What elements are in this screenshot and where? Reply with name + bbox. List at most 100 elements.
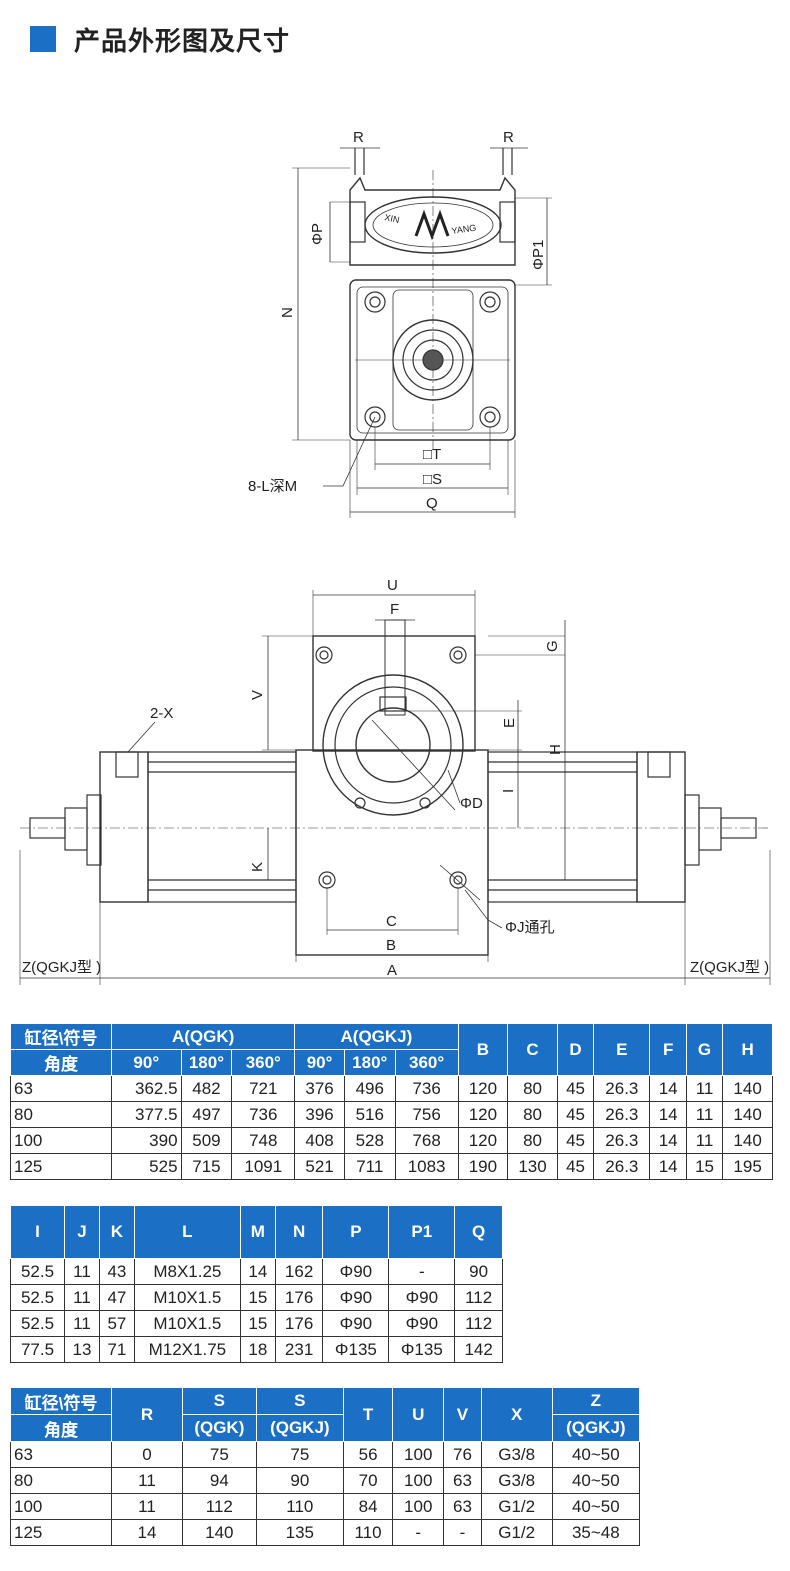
cell: 768 (394, 1127, 459, 1154)
cell: 15 (239, 1310, 276, 1337)
cell: 497 (180, 1101, 233, 1128)
cell: 521 (294, 1153, 345, 1180)
header-r: R (111, 1387, 183, 1442)
cell: 40~50 (551, 1441, 641, 1468)
cell: 80 (507, 1127, 558, 1154)
cell: 736 (231, 1101, 296, 1128)
cell: Φ90 (388, 1284, 456, 1311)
spec-table-1: 缸径\符号 A(QGK) A(QGKJ) B C D E F G H 角度 90… (10, 1023, 773, 1180)
label-k: K (249, 862, 266, 872)
cell: 45 (556, 1153, 595, 1180)
cell: 100 (10, 1127, 112, 1154)
label-2x: 2-X (150, 705, 173, 722)
label-f: F (390, 601, 399, 618)
section-header: 产品外形图及尺寸 (30, 22, 290, 57)
cell: 396 (294, 1101, 345, 1128)
label-u: U (387, 577, 398, 594)
cell: 140 (182, 1519, 257, 1546)
cell: 140 (722, 1101, 773, 1128)
header-p1: P1 (388, 1205, 456, 1259)
cell: 80 (10, 1467, 112, 1494)
cell: 90 (454, 1258, 503, 1285)
cell: 13 (64, 1336, 100, 1363)
header-e: E (593, 1023, 651, 1076)
cell: 516 (343, 1101, 396, 1128)
cell: 52.5 (9, 1258, 66, 1285)
header-h: H (722, 1023, 773, 1076)
cell: Φ90 (322, 1258, 390, 1285)
label-t: □T (423, 446, 441, 463)
cell: 176 (274, 1310, 324, 1337)
label-n: N (279, 307, 296, 318)
label-r-left: R (353, 129, 364, 146)
cell: 715 (180, 1153, 233, 1180)
cell: 130 (507, 1153, 558, 1180)
cell: 756 (394, 1101, 459, 1128)
header-square-icon (30, 26, 56, 52)
cell: 63 (10, 1075, 112, 1102)
cell: 94 (182, 1467, 257, 1494)
cell: 14 (649, 1075, 687, 1102)
cell: 45 (556, 1127, 595, 1154)
cell: 45 (556, 1075, 595, 1102)
cell: 26.3 (593, 1153, 651, 1180)
cell: 11 (685, 1127, 724, 1154)
header-deg: 180° (180, 1049, 233, 1076)
cell: 140 (722, 1075, 773, 1102)
cell: 18 (239, 1336, 276, 1363)
cell: 176 (274, 1284, 324, 1311)
cell: 47 (98, 1284, 135, 1311)
cell: - (388, 1258, 456, 1285)
cell: 11 (64, 1310, 100, 1337)
cell: 142 (454, 1336, 503, 1363)
cell: G1/2 (480, 1519, 553, 1546)
cell: 40~50 (551, 1467, 641, 1494)
header-z: Z (551, 1387, 641, 1415)
header-deg: 360° (394, 1049, 459, 1076)
header-d: D (556, 1023, 595, 1076)
label-c: C (386, 913, 397, 930)
header-n: N (274, 1205, 324, 1259)
label-i: I (500, 789, 517, 793)
cell: 112 (454, 1310, 503, 1337)
cell: 110 (255, 1493, 344, 1520)
cell: G3/8 (480, 1467, 553, 1494)
cell: M12X1.75 (133, 1336, 241, 1363)
cell: 84 (342, 1493, 394, 1520)
cell: 11 (685, 1101, 724, 1128)
header-angle: 角度 (10, 1414, 112, 1442)
header-j: J (64, 1205, 100, 1259)
spec-table-3: 缸径\符号 R S S T U V X Z 角度 (QGK) (QGKJ) (Q… (10, 1387, 641, 1546)
cell: 80 (10, 1101, 112, 1128)
cell: 377.5 (111, 1101, 182, 1128)
header-sub-qgkj: (QGKJ) (255, 1414, 344, 1442)
cell: 14 (649, 1153, 687, 1180)
label-phi-j: ΦJ通孔 (505, 919, 554, 936)
cell: 77.5 (9, 1336, 66, 1363)
cell: 15 (239, 1284, 276, 1311)
cell: 26.3 (593, 1075, 651, 1102)
cell: 57 (98, 1310, 135, 1337)
cell: 135 (255, 1519, 344, 1546)
cell: 75 (255, 1441, 344, 1468)
label-q: Q (426, 495, 438, 512)
cell: 26.3 (593, 1101, 651, 1128)
header-bore: 缸径\符号 (10, 1023, 112, 1050)
cell: 390 (111, 1127, 182, 1154)
cell: 26.3 (593, 1127, 651, 1154)
cell: Φ90 (322, 1310, 390, 1337)
cell: 11 (64, 1284, 100, 1311)
cell: Φ135 (322, 1336, 390, 1363)
dimension-drawing: R R ΦP ΦP1 N XIN YANG □T □S Q 8-L深M U F … (19, 129, 771, 985)
cell: 90 (255, 1467, 344, 1494)
cell: 63 (10, 1441, 112, 1468)
cell: 195 (722, 1153, 773, 1180)
cell: 80 (507, 1101, 558, 1128)
label-g: G (544, 640, 561, 652)
cell: 76 (443, 1441, 482, 1468)
cell: 190 (457, 1153, 509, 1180)
cell: 120 (457, 1127, 509, 1154)
